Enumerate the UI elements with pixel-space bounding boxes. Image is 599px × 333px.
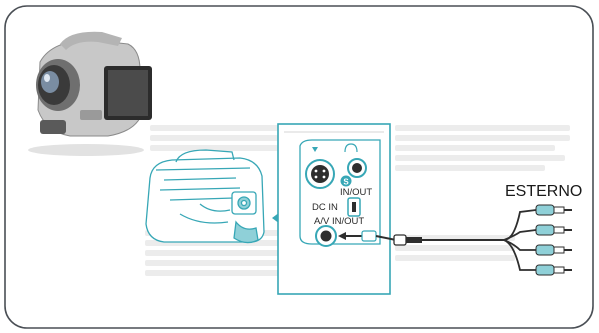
dc-in-label: DC IN — [312, 202, 338, 213]
s-badge-label: S — [343, 178, 349, 187]
s-inout-label: IN/OUT — [340, 187, 372, 198]
camcorder-side-icon — [146, 150, 264, 243]
av-inout-label: A/V IN/OUT — [314, 216, 364, 227]
external-device-label: ESTERNO — [505, 183, 582, 200]
camcorder-photo-icon — [22, 28, 152, 160]
